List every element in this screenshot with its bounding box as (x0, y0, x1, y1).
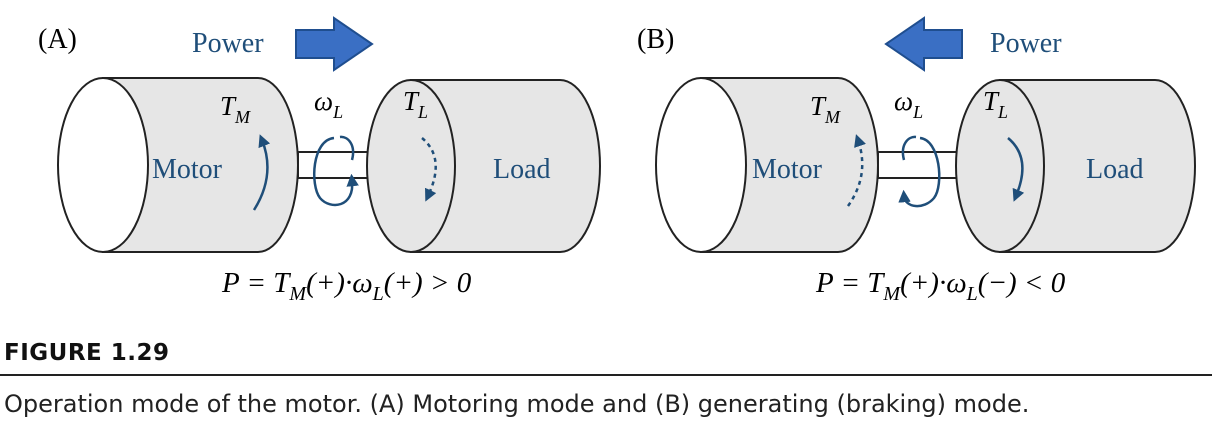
panel-b-motor-label: Motor (752, 154, 823, 185)
panel-a-power-arrow-icon (295, 16, 374, 72)
motor-operation-diagram: (A) Power Motor Load TM ωL TL P = (38, 16, 1196, 305)
panel-a-label: (A) (38, 24, 77, 55)
panel-b-motor-torque-arrow (846, 134, 866, 207)
panel-a-motor-cylinder (57, 77, 299, 253)
panel-a-load-torque-arrow (421, 137, 437, 202)
panel-b-power-arrow-icon (884, 16, 963, 72)
panel-a-motor-label: Motor (152, 154, 223, 185)
panel-b: (B) Power Motor Load TM ωL TL P = TM(+)·… (637, 16, 1196, 305)
panel-b-tl-label: TL (983, 86, 1008, 122)
panel-b-speed-rotation-arrow (898, 136, 941, 208)
figure-caption: Operation mode of the motor. (A) Motorin… (4, 390, 1030, 418)
panel-a-load-label: Load (493, 154, 551, 185)
panel-a-speed-rotation-arrow (313, 136, 359, 207)
panel-a-wl-label: ωL (314, 86, 343, 122)
panel-b-tm-label: TM (810, 91, 841, 127)
panel-a-tl-label: TL (403, 86, 428, 122)
panel-b-equation: P = TM(+)·ωL(−) < 0 (815, 267, 1066, 305)
panel-a-power-label: Power (192, 28, 264, 59)
panel-b-load-label: Load (1086, 154, 1144, 185)
panel-b-power-label: Power (990, 28, 1062, 59)
figure-title: FIGURE 1.29 (4, 340, 170, 366)
panel-a-load-cylinder (366, 79, 601, 253)
panel-b-load-cylinder (955, 79, 1196, 253)
panel-b-motor-cylinder (655, 77, 879, 253)
panel-a-motor-torque-arrow (252, 134, 271, 211)
panel-a-tm-label: TM (220, 91, 251, 127)
panel-b-wl-label: ωL (894, 86, 923, 122)
panel-b-label: (B) (637, 24, 674, 55)
panel-a-equation: P = TM(+)·ωL(+) > 0 (221, 267, 472, 305)
caption-divider (0, 374, 1212, 376)
panel-b-load-torque-arrow (1007, 137, 1025, 202)
panel-a: (A) Power Motor Load TM ωL TL P = (38, 16, 601, 305)
